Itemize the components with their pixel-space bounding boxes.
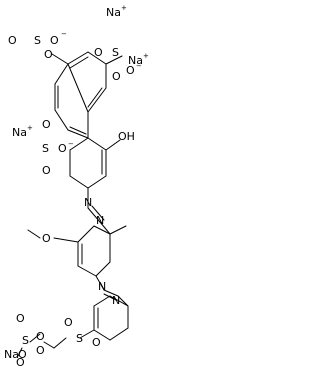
- atom-o: O: [94, 46, 103, 59]
- atom-o: O: [112, 70, 121, 83]
- atom-o: O: [126, 64, 135, 77]
- atom-o: O: [42, 118, 51, 131]
- nitrogen-1: N: [84, 196, 92, 209]
- atom-o: O: [92, 336, 101, 349]
- atom-o: O: [42, 164, 51, 177]
- atom-o: O: [8, 34, 17, 47]
- sodium-ion-2: Na: [128, 54, 143, 67]
- charge: −: [61, 30, 67, 38]
- atom-o: O: [50, 34, 59, 47]
- atom-s: S: [22, 334, 29, 347]
- atom-o: O: [58, 142, 67, 155]
- atom-s: S: [42, 142, 49, 155]
- nitrogen-4: N: [112, 294, 120, 307]
- charge: −: [68, 140, 74, 148]
- sodium-ion-3-charge: +: [27, 124, 33, 132]
- nitrogen-3: N: [98, 280, 106, 293]
- sodium-ion-2-charge: +: [143, 52, 149, 60]
- atom-o: O: [16, 356, 25, 369]
- molecule-canvas: Na + Na + Na + Na O S O O − O S O O − OH…: [0, 0, 152, 370]
- hydroxyl: OH: [118, 130, 135, 143]
- atom-s: S: [76, 332, 83, 345]
- nitrogen-2: N: [96, 214, 104, 227]
- sodium-ion-1-charge: +: [121, 4, 127, 12]
- sodium-ion-1: Na: [106, 6, 121, 19]
- atom-s: S: [112, 46, 119, 59]
- atom-o: O: [16, 312, 25, 325]
- atom-o: O: [44, 48, 53, 61]
- atom-s: S: [34, 34, 41, 47]
- ester-oxygen: O: [36, 330, 45, 343]
- methoxy-oxygen: O: [42, 232, 51, 245]
- charge: −: [136, 62, 142, 70]
- sodium-oxygen: O: [18, 348, 27, 361]
- sodium-4: Na: [4, 348, 19, 361]
- atom-o: O: [64, 316, 73, 329]
- chemical-structure-diagram: Na + Na + Na + Na O S O O − O S O O − OH…: [4, 4, 149, 369]
- bond-lines: [17, 51, 129, 357]
- atom-labels: Na + Na + Na + Na O S O O − O S O O − OH…: [4, 4, 149, 369]
- atom-o: O: [36, 344, 45, 357]
- sodium-ion-3: Na: [12, 126, 27, 139]
